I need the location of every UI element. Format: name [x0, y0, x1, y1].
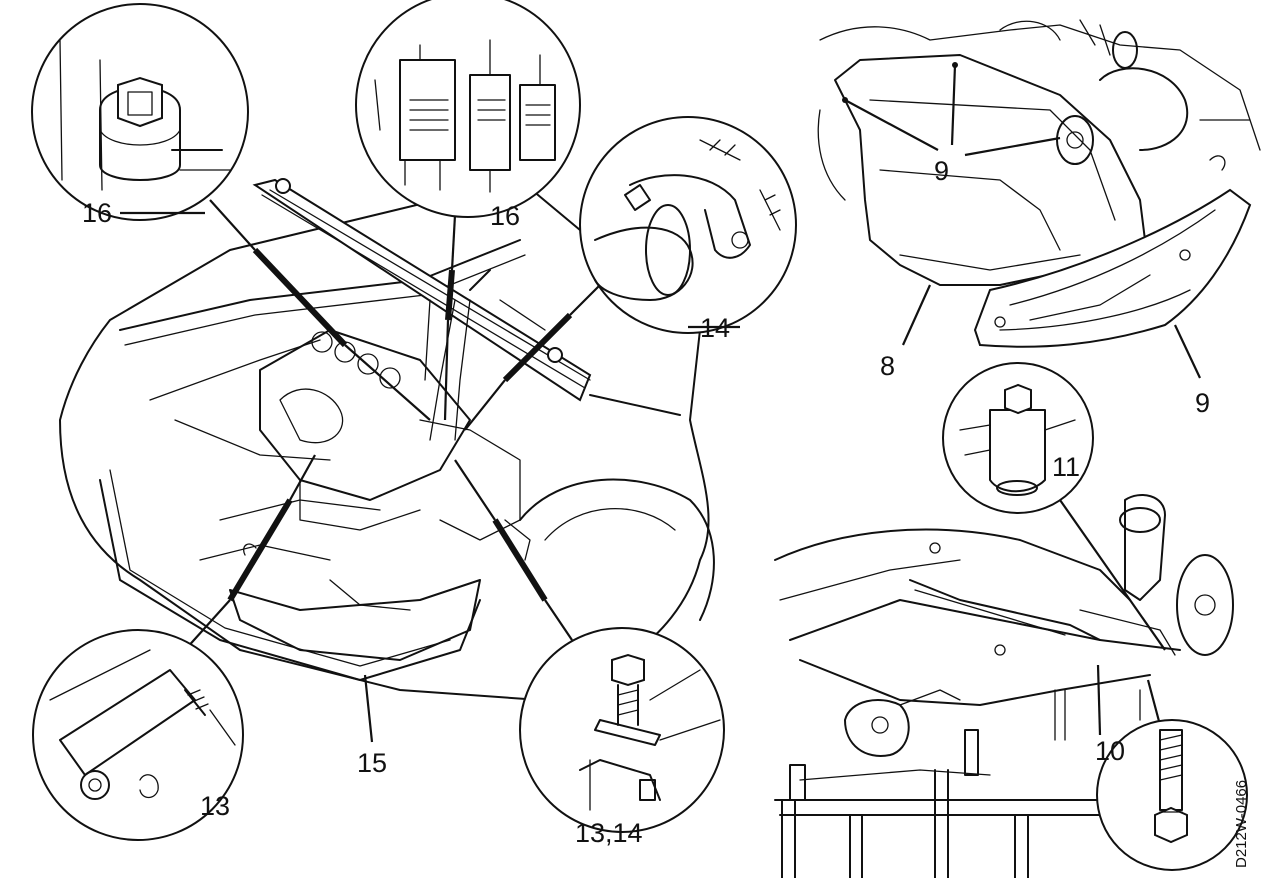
callout-16-top: 16: [490, 201, 520, 231]
callout-13-14: 13,14: [575, 818, 643, 848]
engine-bay-drawing: [59, 178, 715, 701]
callout-9-shield: 9: [1195, 388, 1210, 418]
detail-circle-16-left: [31, 3, 249, 221]
drawing-code: D212W-0466: [1233, 780, 1250, 868]
detail-circle-13-14: [519, 627, 725, 833]
callout-10: 10: [1095, 736, 1125, 766]
callout-13: 13: [200, 791, 230, 821]
detail-circle-16-top: [355, 0, 581, 218]
detail-circle-11: [942, 362, 1094, 514]
callout-labels: 16 16 14 13 13,14 15 9 9 8 11 10 D212W-0…: [82, 156, 1250, 868]
detail-circle-13: [32, 629, 244, 841]
splash-shield-drawing: [973, 188, 1252, 379]
leader-lines-main: [184, 199, 601, 743]
underbody-drawing: [774, 494, 1234, 878]
callout-9-oil-pan: 9: [934, 156, 949, 186]
detail-circle-14: [579, 116, 797, 334]
callout-16-left: 16: [82, 198, 112, 228]
detail-circle-10: [1096, 719, 1248, 871]
callout-11: 11: [1052, 452, 1080, 482]
callout-8: 8: [880, 351, 895, 381]
callout-14: 14: [700, 313, 730, 343]
callout-15: 15: [357, 748, 387, 778]
